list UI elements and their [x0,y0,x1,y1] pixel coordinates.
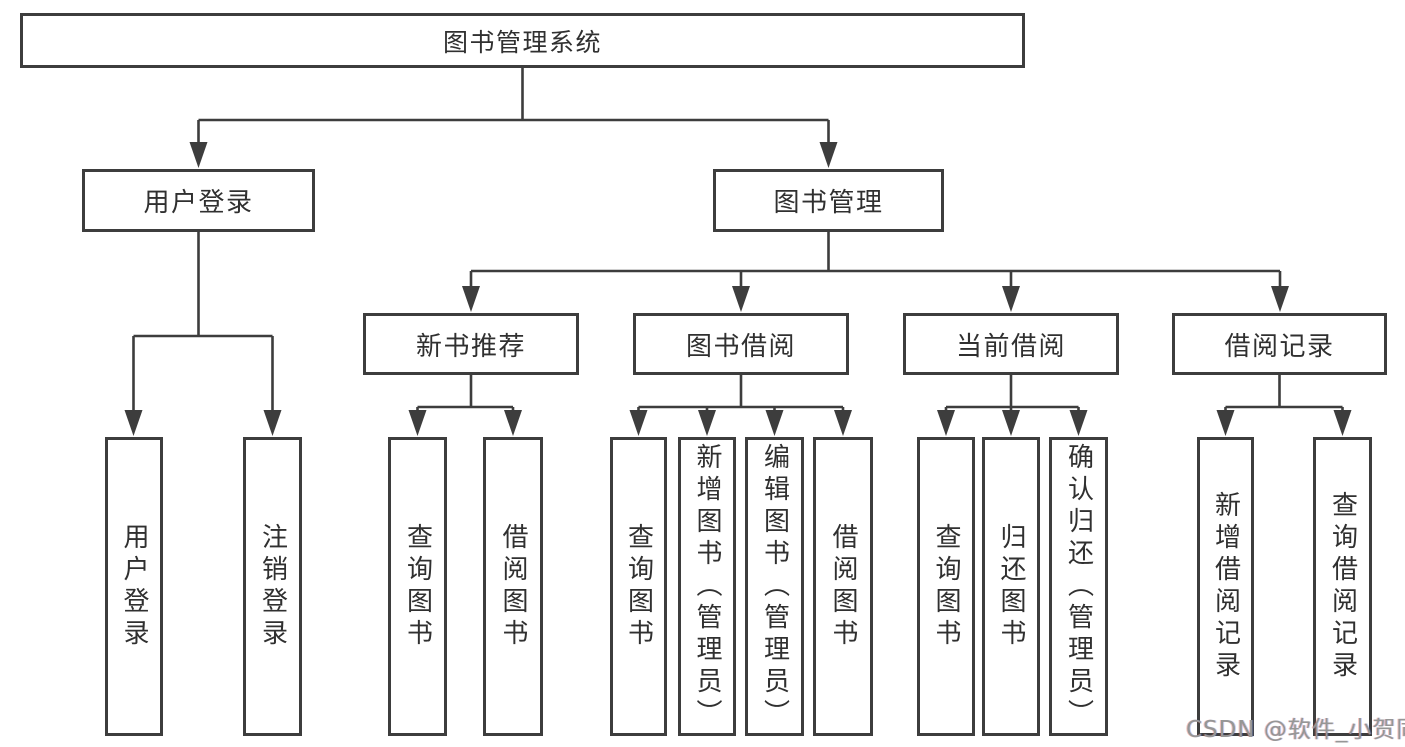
leaf-query-books-current-label: 查询图书 [931,522,961,651]
node-book-borrowing-label: 图书借阅 [685,331,796,362]
leaf-borrow-books-recommend-label: 借阅图书 [498,522,528,651]
leaf-borrow-books-borrowing: 借阅图书 [813,437,873,736]
node-root-system: 图书管理系统 [20,13,1025,68]
leaf-user-login: 用户登录 [105,437,163,736]
leaf-query-books-recommend-label: 查询图书 [402,522,433,651]
leaf-query-books-current: 查询图书 [917,437,975,736]
node-book-management-label: 图书管理 [773,188,884,218]
leaf-add-book-admin-label: 新增图书（管理员） [692,442,722,731]
node-current-borrowing: 当前借阅 [903,313,1119,375]
leaf-borrow-books-recommend: 借阅图书 [483,437,543,736]
node-current-borrowing-label: 当前借阅 [955,331,1066,362]
node-book-management: 图书管理 [713,169,944,232]
leaf-confirm-return-admin: 确认归还（管理员） [1049,437,1108,736]
node-user-login-label: 用户登录 [143,188,254,218]
node-borrow-records-label: 借阅记录 [1224,331,1335,362]
leaf-logout-label: 注销登录 [257,522,288,651]
leaf-user-login-label: 用户登录 [119,522,149,651]
leaf-edit-book-admin-label: 编辑图书（管理员） [759,442,790,731]
node-borrow-records: 借阅记录 [1172,313,1387,375]
leaf-query-books-borrowing: 查询图书 [610,437,667,736]
leaf-query-borrow-record-label: 查询借阅记录 [1327,490,1358,683]
leaf-borrow-books-borrowing-label: 借阅图书 [828,522,858,651]
leaf-add-borrow-record-label: 新增借阅记录 [1210,490,1241,683]
leaf-logout: 注销登录 [243,437,302,736]
leaf-return-books-label: 归还图书 [996,522,1026,651]
csdn-watermark: CSDN @软件_小贺同学 [1186,717,1405,743]
node-root-label: 图书管理系统 [442,27,602,57]
leaf-add-book-admin: 新增图书（管理员） [678,437,736,736]
node-user-login: 用户登录 [82,169,315,232]
node-book-borrowing: 图书借阅 [633,313,849,375]
leaf-query-books-recommend: 查询图书 [388,437,447,736]
node-new-book-recommend: 新书推荐 [363,313,579,375]
leaf-add-borrow-record: 新增借阅记录 [1197,437,1254,736]
node-new-book-recommend-label: 新书推荐 [415,331,526,362]
leaf-return-books: 归还图书 [982,437,1040,736]
leaf-edit-book-admin: 编辑图书（管理员） [745,437,804,736]
leaf-query-books-borrowing-label: 查询图书 [623,522,654,651]
leaf-confirm-return-admin-label: 确认归还（管理员） [1063,442,1094,731]
leaf-query-borrow-record: 查询借阅记录 [1313,437,1372,736]
